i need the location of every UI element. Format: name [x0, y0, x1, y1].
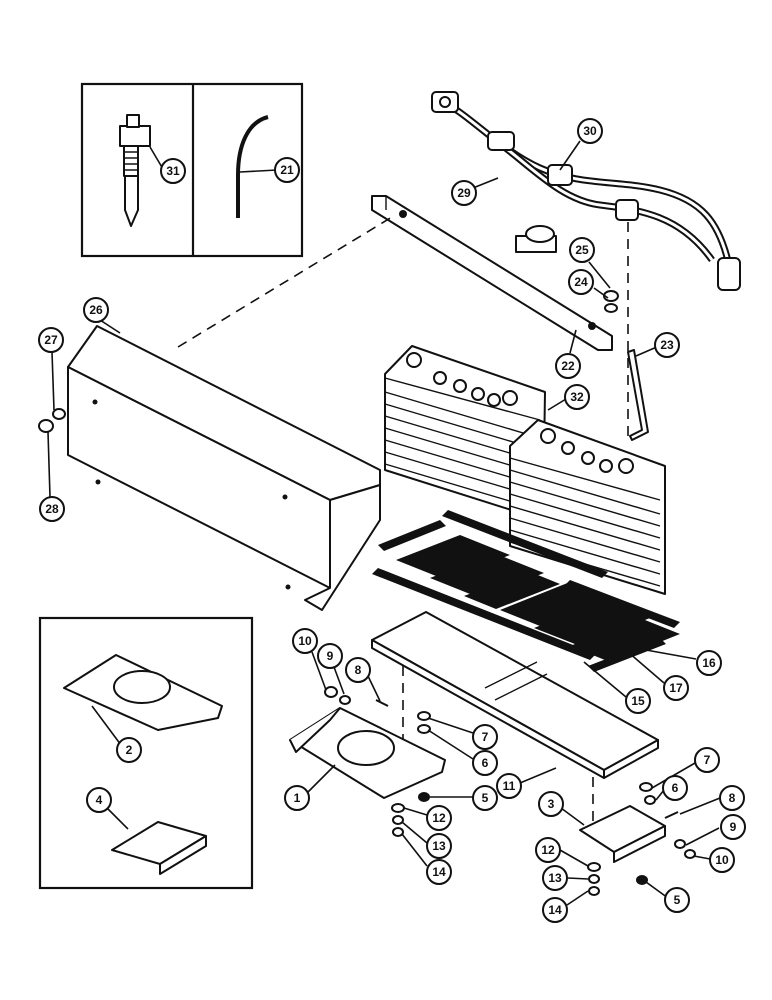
callout-10-right: 10 — [709, 847, 735, 873]
svg-text:6: 6 — [672, 781, 679, 795]
svg-text:10: 10 — [298, 634, 312, 648]
callout-12-left: 12 — [426, 805, 452, 831]
battery-support-bracket-left — [289, 707, 446, 799]
battery-cables — [431, 91, 741, 291]
battery-hold-down-bracket — [371, 195, 613, 351]
cover-nut — [38, 408, 66, 433]
callout-26: 26 — [83, 297, 109, 323]
battery-support-bracket-right — [579, 805, 666, 863]
svg-text:30: 30 — [583, 124, 597, 138]
svg-text:7: 7 — [482, 730, 489, 744]
svg-text:5: 5 — [482, 791, 489, 805]
callout-5-right: 5 — [664, 887, 690, 913]
callout-13-right: 13 — [542, 865, 568, 891]
callout-14-left: 14 — [426, 859, 452, 885]
nut-and-washer — [603, 290, 619, 313]
svg-text:6: 6 — [482, 756, 489, 770]
callout-9-right: 9 — [720, 814, 746, 840]
callout-7-right: 7 — [694, 747, 720, 773]
callout-3: 3 — [538, 791, 564, 817]
hold-down-rod-23 — [627, 349, 649, 441]
svg-text:23: 23 — [660, 338, 674, 352]
callout-28: 28 — [39, 496, 65, 522]
svg-text:14: 14 — [432, 865, 446, 879]
svg-text:1: 1 — [294, 791, 301, 805]
hardware-fasteners — [324, 686, 696, 896]
battery-tray — [371, 611, 659, 779]
inset-box-brackets — [38, 616, 254, 890]
callout-32: 32 — [564, 384, 590, 410]
svg-text:17: 17 — [669, 681, 683, 695]
leader-lines — [47, 140, 721, 906]
battery-pads — [372, 510, 680, 672]
svg-text:14: 14 — [548, 903, 562, 917]
callout-12-right: 12 — [535, 837, 561, 863]
callout-6-left: 6 — [472, 750, 498, 776]
svg-text:21: 21 — [280, 163, 294, 177]
callout-11: 11 — [496, 773, 522, 799]
callout-23: 23 — [654, 332, 680, 358]
callout-8-right: 8 — [719, 785, 745, 811]
svg-text:26: 26 — [89, 303, 103, 317]
svg-text:11: 11 — [503, 779, 516, 793]
callout-25: 25 — [569, 237, 595, 263]
inset-box-clamp-and-rod — [80, 82, 304, 258]
callout-8-left: 8 — [345, 657, 371, 683]
svg-text:12: 12 — [432, 811, 446, 825]
svg-text:24: 24 — [574, 275, 588, 289]
svg-text:10: 10 — [715, 853, 729, 867]
battery-hold-clamp — [119, 114, 151, 227]
callout-13-left: 13 — [426, 833, 452, 859]
callout-21: 21 — [274, 157, 300, 183]
svg-text:12: 12 — [541, 843, 555, 857]
callout-31: 31 — [160, 158, 186, 184]
callout-27: 27 — [38, 327, 64, 353]
callout-5-left: 5 — [472, 785, 498, 811]
svg-text:9: 9 — [327, 649, 334, 663]
svg-text:28: 28 — [45, 502, 59, 516]
callout-30: 30 — [577, 118, 603, 144]
callout-10-left: 10 — [292, 628, 318, 654]
callout-16: 16 — [696, 650, 722, 676]
callout-6-right: 6 — [662, 775, 688, 801]
svg-text:8: 8 — [729, 791, 736, 805]
svg-text:31: 31 — [166, 164, 180, 178]
bracket-4 — [111, 821, 207, 875]
callout-9-left: 9 — [317, 643, 343, 669]
callout-15: 15 — [625, 688, 651, 714]
callout-14-right: 14 — [542, 897, 568, 923]
svg-text:27: 27 — [44, 333, 58, 347]
svg-text:8: 8 — [355, 663, 362, 677]
battery-box-cover — [67, 325, 381, 611]
svg-text:15: 15 — [631, 694, 645, 708]
svg-text:7: 7 — [704, 753, 711, 767]
callout-1: 1 — [284, 785, 310, 811]
callout-22: 22 — [555, 353, 581, 379]
bracket-2 — [63, 654, 223, 731]
svg-text:5: 5 — [674, 893, 681, 907]
svg-text:32: 32 — [570, 390, 584, 404]
hold-down-rod — [236, 115, 269, 218]
callout-17: 17 — [663, 675, 689, 701]
callout-4: 4 — [86, 787, 112, 813]
callout-24: 24 — [568, 269, 594, 295]
svg-text:25: 25 — [575, 243, 589, 257]
svg-text:2: 2 — [126, 743, 133, 757]
callout-7-left: 7 — [472, 724, 498, 750]
svg-text:13: 13 — [548, 871, 562, 885]
callout-29: 29 — [451, 180, 477, 206]
svg-text:9: 9 — [730, 820, 737, 834]
svg-text:22: 22 — [561, 359, 575, 373]
svg-text:4: 4 — [96, 793, 103, 807]
svg-text:29: 29 — [457, 186, 471, 200]
svg-text:16: 16 — [702, 656, 716, 670]
callout-2: 2 — [116, 737, 142, 763]
svg-text:3: 3 — [548, 797, 555, 811]
svg-text:13: 13 — [432, 839, 446, 853]
